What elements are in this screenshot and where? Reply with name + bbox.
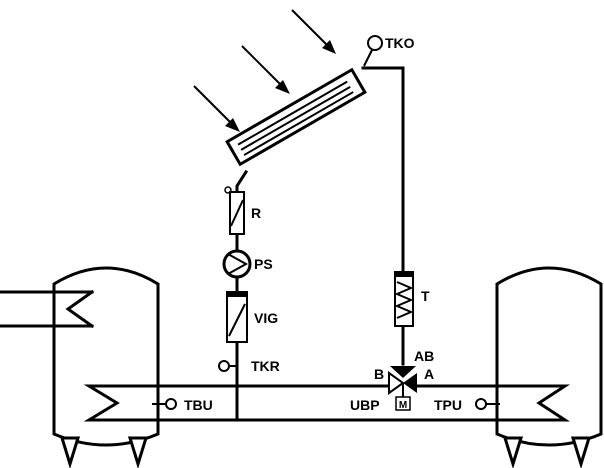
right-storage-tank <box>415 266 603 468</box>
tank-left-sensor <box>152 398 177 410</box>
tank-left-sensor-label: TBU <box>184 397 213 413</box>
valve-motor <box>395 396 411 411</box>
collector-sensor <box>363 35 383 67</box>
return-sensor-label: TKR <box>251 358 280 374</box>
flow-meter-label: VIG <box>254 310 278 326</box>
collector-sensor-label: TKO <box>385 35 415 51</box>
solar-collector <box>225 67 367 167</box>
valve-port-b-label: B <box>374 366 384 382</box>
three-way-valve <box>388 366 417 397</box>
pump-label: PS <box>254 256 273 272</box>
piping <box>158 66 502 422</box>
flow-regulator <box>224 186 245 235</box>
heat-exchanger-label: T <box>421 288 430 304</box>
sun-rays <box>193 9 336 132</box>
pump <box>222 249 252 279</box>
valve-port-ab-label: AB <box>414 348 434 364</box>
heat-exchanger <box>394 271 414 327</box>
tank-right-sensor <box>475 398 500 410</box>
left-storage-tank <box>0 266 239 468</box>
flow-meter <box>226 291 248 343</box>
return-sensor <box>218 360 237 372</box>
valve-port-a-label: A <box>424 366 434 382</box>
valve-motor-label: M <box>399 400 407 411</box>
valve-name-label: UBP <box>350 397 380 413</box>
flow-regulator-label: R <box>251 205 261 221</box>
tank-right-sensor-label: TPU <box>434 397 462 413</box>
